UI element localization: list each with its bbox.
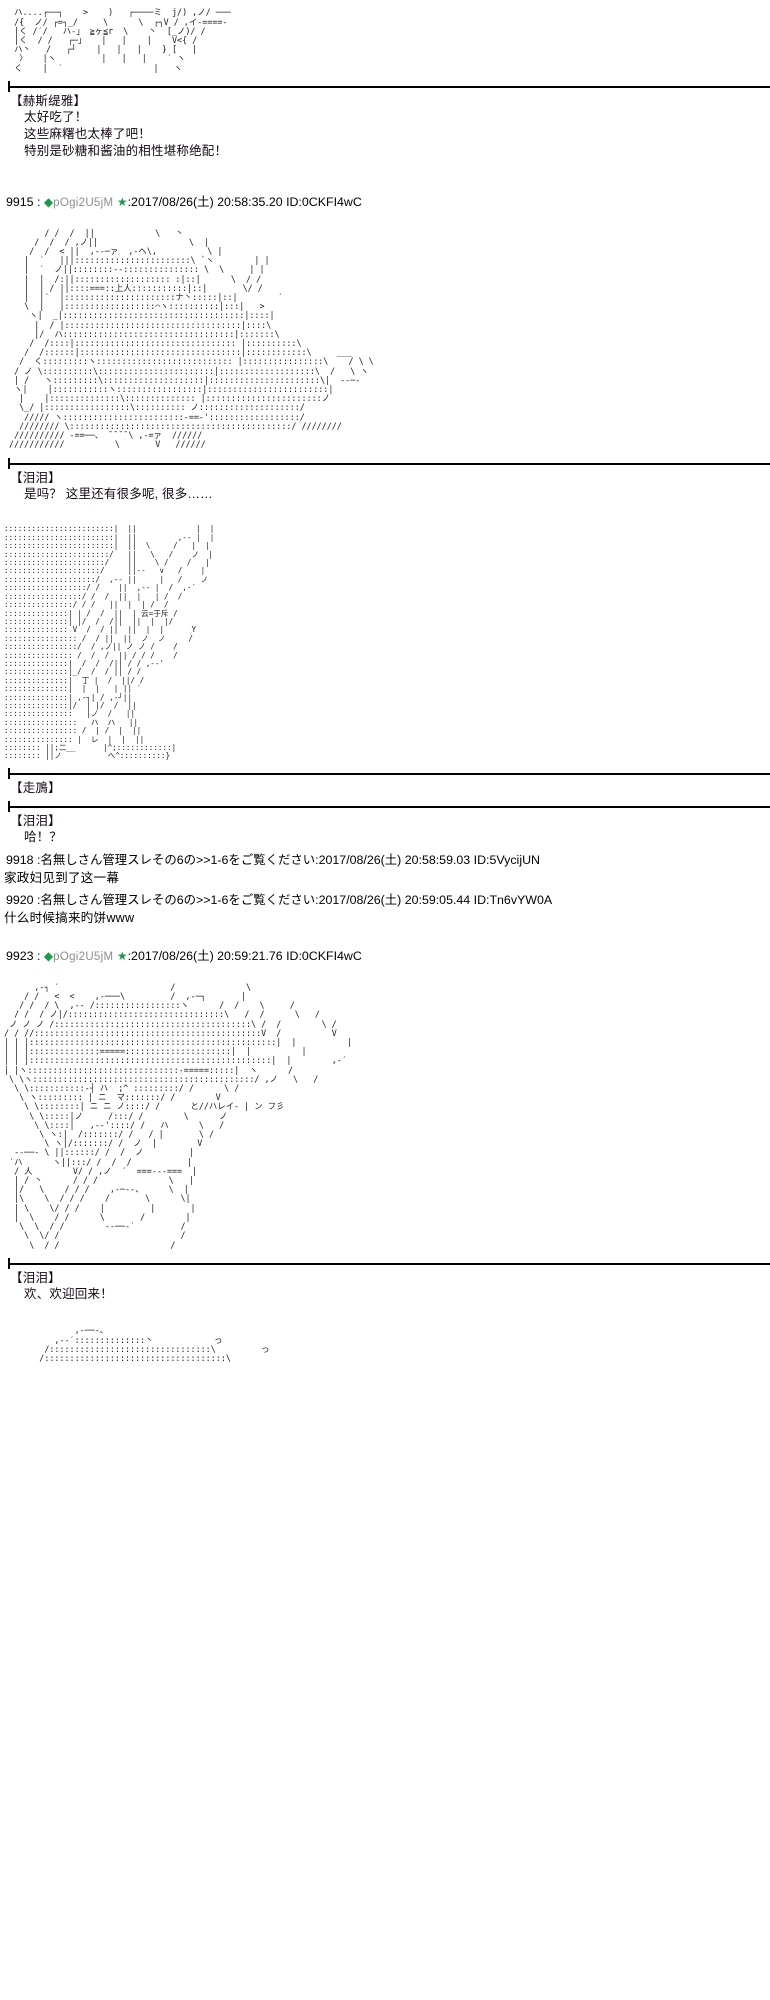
speech-line: 特别是砂糖和酱油的相性堪称绝配！ [24, 144, 228, 159]
ascii-art-3: ::::::::::::::::::::::::| || | | :::::::… [4, 525, 215, 761]
speech-block-ruirui-1: 【泪泪】 是吗？ 这里还有很多呢, 很多…… [0, 469, 770, 506]
separator-4 [0, 801, 770, 813]
speech-line: 是吗？ 这里还有很多呢, 很多…… [24, 486, 213, 501]
post-sep: : [315, 853, 319, 868]
post-uid: ID:0CKFI4wC [286, 949, 362, 964]
post-uid: ID:0CKFI4wC [286, 195, 362, 210]
post-number[interactable]: 9915 [6, 195, 34, 210]
ascii-art-4: ,-┐ ′ / \ / / < < ,-───\ / ,-─┐ | / / / … [4, 982, 352, 1250]
star-icon: ★ [116, 195, 128, 210]
speaker-name: 【泪泪】 [10, 470, 61, 485]
post-sep: : [33, 949, 44, 964]
post-number[interactable]: 9920 [6, 893, 34, 908]
post-date: 2017/08/26(土) 20:59:05.44 [318, 893, 471, 908]
speaker-name: 【泪泪】 [10, 1271, 61, 1286]
speech-line: 欢、欢迎回来！ [24, 1287, 113, 1302]
post-sep: : [33, 893, 41, 908]
post-date: 2017/08/26(土) 20:58:35.20 [131, 195, 283, 210]
tripcode: pOgi2U5jM [53, 197, 114, 210]
post-body-9920: 什么时候搞来旳饼www [4, 911, 135, 926]
post-author: 名無しさん管理スレその6の>>1-6をご覧ください [40, 893, 316, 908]
spacer [0, 929, 770, 945]
speaker-name: 【走鳭】 [10, 781, 61, 796]
post-date: 2017/08/26(土) 20:59:21.76 [131, 949, 283, 964]
post-uid: ID:Tn6vYW0A [473, 893, 553, 908]
tripcode: pOgi2U5jM [53, 951, 114, 964]
spacer [0, 212, 770, 220]
separator-3 [0, 768, 770, 780]
post-sep: : [33, 195, 44, 210]
speech-line: 哈！？ [24, 830, 63, 845]
speaker-name: 【泪泪】 [10, 814, 61, 829]
separator-1 [0, 81, 770, 93]
separator-2 [0, 457, 770, 469]
post-sep: : [33, 853, 41, 868]
post-date: 2017/08/26(土) 20:58:59.03 [318, 853, 471, 868]
post-header-9915: 9915 : ◆pOgi2U5jM ★:2017/08/26(土) 20:58:… [0, 191, 770, 212]
separator-5 [0, 1258, 770, 1270]
post-uid: ID:5VycijUN [473, 853, 540, 868]
post-header-9923: 9923 : ◆pOgi2U5jM ★:2017/08/26(土) 20:59:… [0, 945, 770, 966]
ascii-art-1: ハ....┌──┐ > ) ┌────ミ j/) ,ノ/ ─── /{ ノ/ ┌… [14, 8, 231, 73]
speech-block-ruirui-2: 【泪泪】 哈！？ [0, 812, 770, 849]
spacer [0, 1306, 770, 1318]
post-number[interactable]: 9923 [6, 949, 34, 964]
thread-page: ハ....┌──┐ > ) ┌────ミ j/) ,ノ/ ─── /{ ノ/ ┌… [0, 8, 770, 1364]
ascii-art-2: / / / || \ 丶 / / / ,ノ|| \ | / / < || ,-‐… [9, 228, 374, 450]
post-header-9918: 9918 :名無しさん管理スレその6の>>1-6をご覧ください:2017/08/… [0, 849, 770, 869]
post-number[interactable]: 9918 [6, 853, 34, 868]
spacer [0, 506, 770, 518]
speech-line: 太好吃了！ [24, 110, 88, 125]
post-sep: : [127, 949, 132, 964]
speech-block-ruirui-3: 【泪泪】 欢、欢迎回来！ [0, 1269, 770, 1306]
speech-line: 这些麻糬也太棒了吧！ [24, 127, 152, 142]
speaker-name: 【赫斯缇雅】 [10, 94, 87, 109]
star-icon: ★ [116, 949, 128, 964]
post-header-9920: 9920 :名無しさん管理スレその6の>>1-6をご覧ください:2017/08/… [0, 889, 770, 909]
post-body-9918: 家政妇见到了这一幕 [4, 871, 120, 886]
spacer [0, 163, 770, 191]
post-sep: : [315, 893, 319, 908]
diamond-icon: ◆ [43, 949, 54, 964]
spacer [0, 966, 770, 974]
speech-block-sfx: 【走鳭】 [0, 779, 770, 799]
post-author: 名無しさん管理スレその6の>>1-6をご覧ください [40, 853, 316, 868]
speech-block-hestia: 【赫斯缇雅】 太好吃了！ 这些麻糬也太棒了吧！ 特别是砂糖和酱油的相性堪称绝配！ [0, 92, 770, 163]
diamond-icon: ◆ [43, 195, 54, 210]
ascii-art-5: ,-──-、 ,-‐′::::::::::::::丶 っ /::::::::::… [39, 1326, 270, 1364]
post-sep: : [127, 195, 132, 210]
